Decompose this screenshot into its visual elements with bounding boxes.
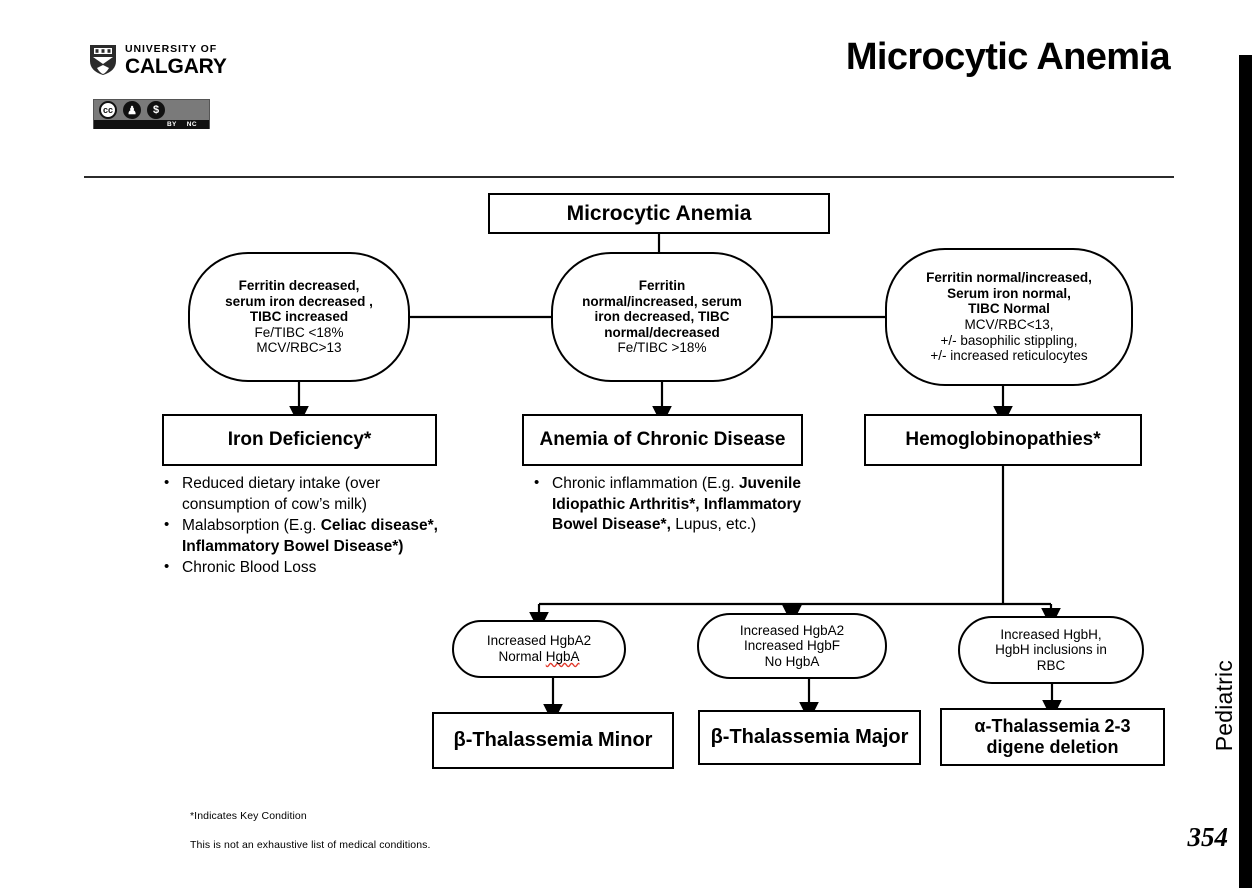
page-title: Microcytic Anemia <box>845 36 1171 78</box>
creative-commons-license-badge: cc ♟ $ BY NC <box>93 99 210 129</box>
node-text-line: Normal HgbA <box>498 649 580 664</box>
list-item: Reduced dietary intake (over consumption… <box>160 473 450 515</box>
cc-nc-icon: $ <box>147 101 165 119</box>
list-item-text: Reduced dietary intake (over consumption… <box>182 475 381 513</box>
cc-by-label: BY <box>166 121 177 128</box>
page-number: 354 <box>1187 822 1229 852</box>
node-text-line: Increased HgbA2 <box>739 622 845 638</box>
right-edge-bar <box>1239 55 1252 888</box>
header-divider <box>84 176 1174 178</box>
cc-by-icon: ♟ <box>123 101 141 119</box>
university-name-large: CALGARY <box>125 54 227 78</box>
node-text-line: Ferritin <box>638 277 686 293</box>
cc-logo-icon: cc <box>99 101 117 119</box>
node-text-line: α-Thalassemia 2-3 <box>974 716 1131 737</box>
node-label: Iron Deficiency* <box>227 429 372 450</box>
calgary-shield-icon <box>90 45 116 76</box>
list-item-text: Chronic Blood Loss <box>182 559 317 577</box>
node-text-line: digene deletion <box>986 737 1119 757</box>
node-label: β-Thalassemia Major <box>710 726 909 748</box>
node-text-line: Fe/TIBC >18% <box>617 340 707 356</box>
node-text-line: Increased HgbF <box>743 638 841 654</box>
node-text-line: Increased HgbA2 <box>486 633 592 649</box>
spellcheck-underline: HgbA <box>545 649 580 664</box>
node-label: Hemoglobinopathies* <box>905 429 1101 450</box>
node-beta-thalassemia-major[interactable]: β-Thalassemia Major <box>698 710 921 765</box>
node-microcytic-anemia-root[interactable]: Microcytic Anemia <box>488 193 830 234</box>
list-item-text: Celiac disease*, Inflammatory Bowel Dise… <box>182 517 438 555</box>
node-text-line: normal/increased, serum <box>582 293 742 309</box>
list-item-text: Malabsorption (E.g. <box>182 517 321 535</box>
node-text-line: serum iron decreased , <box>225 293 373 309</box>
node-text-line: No HgbA <box>764 653 820 669</box>
list-item-text: Juvenile Idiopathic Arthritis*, Inflamma… <box>552 475 802 534</box>
bullet-list: Chronic inflammation (E.g. Juvenile Idio… <box>530 473 830 536</box>
bullet-list: Reduced dietary intake (over consumption… <box>160 473 450 579</box>
list-item: Chronic Blood Loss <box>160 557 450 579</box>
node-text-line: HgbH inclusions in <box>995 642 1107 658</box>
node-text-line: TIBC increased <box>249 309 349 325</box>
node-text-line: iron decreased, TIBC <box>594 309 730 325</box>
chronic-disease-causes-list: Chronic inflammation (E.g. Juvenile Idio… <box>530 473 830 537</box>
iron-deficiency-causes-list: Reduced dietary intake (over consumption… <box>160 473 450 580</box>
node-text-line: Fe/TIBC <18% <box>254 324 344 340</box>
node-text: Ferritin decreased,serum iron decreased … <box>217 278 381 356</box>
node-text-line: +/- increased reticulocytes <box>930 348 1088 364</box>
node-text-line: Ferritin decreased, <box>238 277 360 293</box>
node-text-line: +/- basophilic stippling, <box>940 332 1078 348</box>
footnote-disclaimer: This is not an exhaustive list of medica… <box>190 839 431 851</box>
node-beta-thalassemia-minor[interactable]: β-Thalassemia Minor <box>432 712 674 769</box>
node-iron-deficiency[interactable]: Iron Deficiency* <box>162 414 437 466</box>
university-name-small: UNIVERSITY OF <box>125 43 218 55</box>
node-text-line: Serum iron normal, <box>947 285 1071 301</box>
node-text-line: normal/decreased <box>604 324 720 340</box>
node-criteria-hemoglobinopathies[interactable]: Ferritin normal/increased,Serum iron nor… <box>885 248 1133 386</box>
node-label: Anemia of Chronic Disease <box>539 429 786 450</box>
node-text-line: TIBC Normal <box>968 301 1050 317</box>
list-item: Malabsorption (E.g. Celiac disease*, Inf… <box>160 515 450 557</box>
list-item: Chronic inflammation (E.g. Juvenile Idio… <box>530 473 830 536</box>
node-text-line: Ferritin normal/increased, <box>926 270 1092 286</box>
node-text-line: Increased HgbH, <box>1000 626 1102 642</box>
node-text-line: MCV/RBC>13 <box>256 340 342 356</box>
list-item-text: Lupus, etc.) <box>670 516 757 534</box>
node-text-line: MCV/RBC<13, <box>964 317 1054 332</box>
node-anemia-of-chronic-disease[interactable]: Anemia of Chronic Disease <box>522 414 803 466</box>
university-of-calgary-logo: UNIVERSITY OF CALGARY <box>88 44 227 77</box>
node-label: Microcytic Anemia <box>566 201 752 225</box>
node-text-line: RBC <box>1036 657 1066 673</box>
node-hemoglobinopathies[interactable]: Hemoglobinopathies* <box>864 414 1142 466</box>
cc-nc-label: NC <box>186 121 197 128</box>
footnote-key-condition: *Indicates Key Condition <box>190 810 307 822</box>
list-item-text: Chronic inflammation (E.g. <box>552 475 739 492</box>
node-text: Ferritin normal/increased,Serum iron nor… <box>918 270 1100 364</box>
node-criteria-iron-deficiency[interactable]: Ferritin decreased,serum iron decreased … <box>188 252 410 382</box>
node-label: β-Thalassemia Minor <box>453 729 653 751</box>
